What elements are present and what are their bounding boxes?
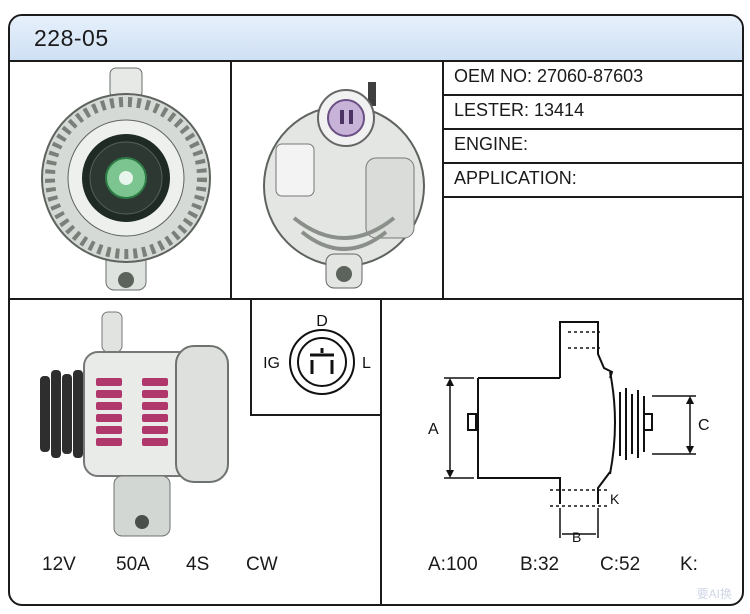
divider — [250, 300, 252, 416]
alternator-front-image — [41, 67, 211, 291]
watermark: 要AI换 — [696, 587, 732, 601]
application-row: APPLICATION: — [444, 162, 742, 198]
rotation-rating: CW — [246, 554, 278, 575]
application-label: APPLICATION: — [454, 168, 577, 188]
oem-number-row: OEM NO: 27060-87603 — [444, 60, 742, 96]
dimension-label-k: K — [610, 491, 620, 507]
dimension-k-value: K: — [680, 554, 698, 575]
dimension-label-a: A — [428, 421, 439, 438]
connector-label-ig: IG — [263, 355, 280, 372]
voltage-rating: 12V — [42, 554, 76, 575]
dimension-drawing: A C K B — [428, 321, 710, 542]
connector-label-d: D — [316, 313, 328, 330]
divider — [442, 60, 444, 298]
lester-number: LESTER: 13414 — [454, 100, 585, 120]
dimension-a-value: A:100 — [428, 554, 478, 575]
dimension-label-c: C — [698, 417, 710, 434]
alternator-rear-image — [263, 82, 425, 289]
header-bar: 228-05 — [10, 16, 742, 62]
engine-row: ENGINE: — [444, 128, 742, 164]
dimension-b-value: B:32 — [520, 554, 560, 575]
connector-diagram: D IG L — [263, 313, 371, 395]
oem-number: OEM NO: 27060-87603 — [454, 66, 644, 86]
dimension-c-value: C:52 — [600, 554, 641, 575]
lester-row: LESTER: 13414 — [444, 94, 742, 130]
divider — [250, 414, 382, 416]
product-card: 228-05 OEM NO: 27060 — [8, 14, 744, 606]
amperage-rating: 50A — [116, 554, 150, 575]
pulley-rating: 4S — [186, 554, 210, 575]
part-number: 228-05 — [34, 25, 109, 51]
divider — [230, 60, 232, 298]
alternator-side-image — [40, 311, 229, 537]
dimension-label-b: B — [572, 529, 581, 542]
connector-label-l: L — [362, 355, 371, 372]
engine-label: ENGINE: — [454, 134, 529, 154]
divider — [10, 298, 742, 300]
divider — [380, 300, 382, 604]
